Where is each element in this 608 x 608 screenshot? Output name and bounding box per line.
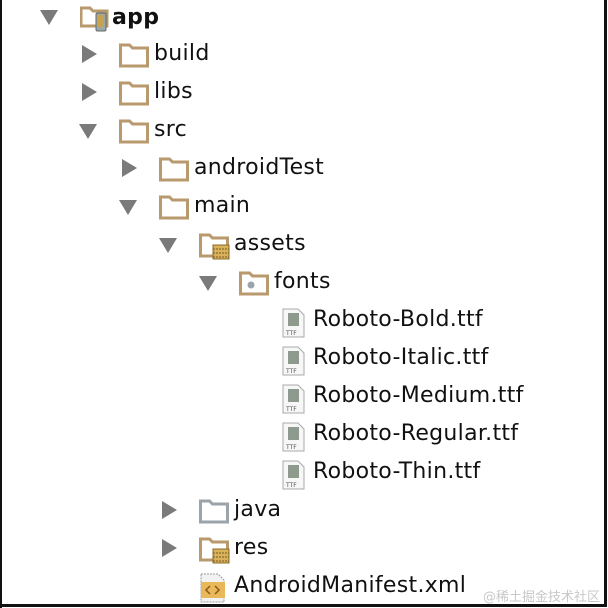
ttf-file-icon: TTF bbox=[282, 308, 305, 338]
collapse-arrow-icon[interactable] bbox=[82, 83, 97, 101]
tree-node-label: app bbox=[112, 5, 160, 30]
tree-node-android-manifest[interactable]: AndroidManifest.xml bbox=[0, 568, 480, 606]
tree-node-assets[interactable]: assets bbox=[0, 226, 400, 264]
tree-node-fonts[interactable]: fonts bbox=[0, 264, 400, 302]
tree-node-label: src bbox=[154, 117, 188, 142]
tree-node-build[interactable]: build bbox=[0, 36, 300, 74]
tree-node-roboto-bold[interactable]: TTF Roboto-Bold.ttf bbox=[0, 302, 560, 340]
folder-icon bbox=[119, 43, 149, 68]
tree-node-roboto-thin[interactable]: TTF Roboto-Thin.ttf bbox=[0, 454, 560, 492]
tree-node-label: libs bbox=[154, 79, 193, 104]
tree-node-label: Roboto-Thin.ttf bbox=[313, 459, 481, 484]
folder-icon bbox=[119, 119, 149, 144]
xml-file-icon bbox=[200, 573, 225, 603]
collapse-arrow-icon[interactable] bbox=[82, 45, 97, 63]
tree-node-label: fonts bbox=[274, 269, 331, 294]
source-folder-icon bbox=[199, 499, 229, 524]
package-folder-icon bbox=[239, 271, 269, 296]
expand-arrow-icon[interactable] bbox=[199, 276, 217, 291]
tree-node-res[interactable]: res bbox=[0, 530, 400, 568]
svg-text:TTF: TTF bbox=[285, 444, 297, 451]
svg-text:TTF: TTF bbox=[285, 330, 297, 337]
tree-node-label: AndroidManifest.xml bbox=[234, 573, 467, 598]
tree-node-libs[interactable]: libs bbox=[0, 74, 300, 112]
expand-arrow-icon[interactable] bbox=[159, 238, 177, 253]
svg-text:TTF: TTF bbox=[285, 368, 297, 375]
tree-node-roboto-italic[interactable]: TTF Roboto-Italic.ttf bbox=[0, 340, 560, 378]
tree-node-label: Roboto-Medium.ttf bbox=[313, 383, 524, 408]
ttf-file-icon: TTF bbox=[282, 384, 305, 414]
tree-node-roboto-regular[interactable]: TTF Roboto-Regular.ttf bbox=[0, 416, 560, 454]
svg-text:TTF: TTF bbox=[285, 482, 297, 489]
tree-node-label: assets bbox=[234, 231, 306, 256]
svg-text:TTF: TTF bbox=[285, 406, 297, 413]
tree-node-label: res bbox=[234, 535, 269, 560]
module-folder-icon bbox=[80, 6, 109, 32]
tree-node-src[interactable]: src bbox=[0, 112, 300, 150]
folder-icon bbox=[159, 157, 189, 182]
tree-node-label: androidTest bbox=[194, 155, 325, 180]
collapse-arrow-icon[interactable] bbox=[122, 159, 137, 177]
expand-arrow-icon[interactable] bbox=[40, 10, 58, 25]
tree-node-label: java bbox=[234, 497, 282, 522]
tree-node-label: Roboto-Bold.ttf bbox=[313, 307, 483, 332]
tree-node-androidTest[interactable]: androidTest bbox=[0, 150, 400, 188]
ttf-file-icon: TTF bbox=[282, 346, 305, 376]
tree-node-label: Roboto-Italic.ttf bbox=[313, 345, 489, 370]
folder-icon bbox=[119, 81, 149, 106]
folder-icon bbox=[159, 195, 189, 220]
frame-border-left bbox=[0, 0, 2, 608]
tree-node-label: build bbox=[154, 41, 210, 66]
collapse-arrow-icon[interactable] bbox=[162, 501, 177, 519]
collapse-arrow-icon[interactable] bbox=[162, 539, 177, 557]
watermark: @稀土掘金技术社区 bbox=[482, 590, 600, 605]
ttf-file-icon: TTF bbox=[282, 422, 305, 452]
ttf-file-icon: TTF bbox=[282, 460, 305, 490]
expand-arrow-icon[interactable] bbox=[79, 124, 97, 139]
tree-node-main[interactable]: main bbox=[0, 188, 400, 226]
tree-node-label: Roboto-Regular.ttf bbox=[313, 421, 519, 446]
tree-node-app[interactable]: app bbox=[0, 0, 300, 38]
tree-node-label: main bbox=[194, 193, 251, 218]
expand-arrow-icon[interactable] bbox=[119, 200, 137, 215]
resource-folder-icon bbox=[199, 537, 230, 564]
tree-node-java[interactable]: java bbox=[0, 492, 400, 530]
resource-folder-icon bbox=[199, 233, 230, 260]
tree-node-roboto-medium[interactable]: TTF Roboto-Medium.ttf bbox=[0, 378, 560, 416]
